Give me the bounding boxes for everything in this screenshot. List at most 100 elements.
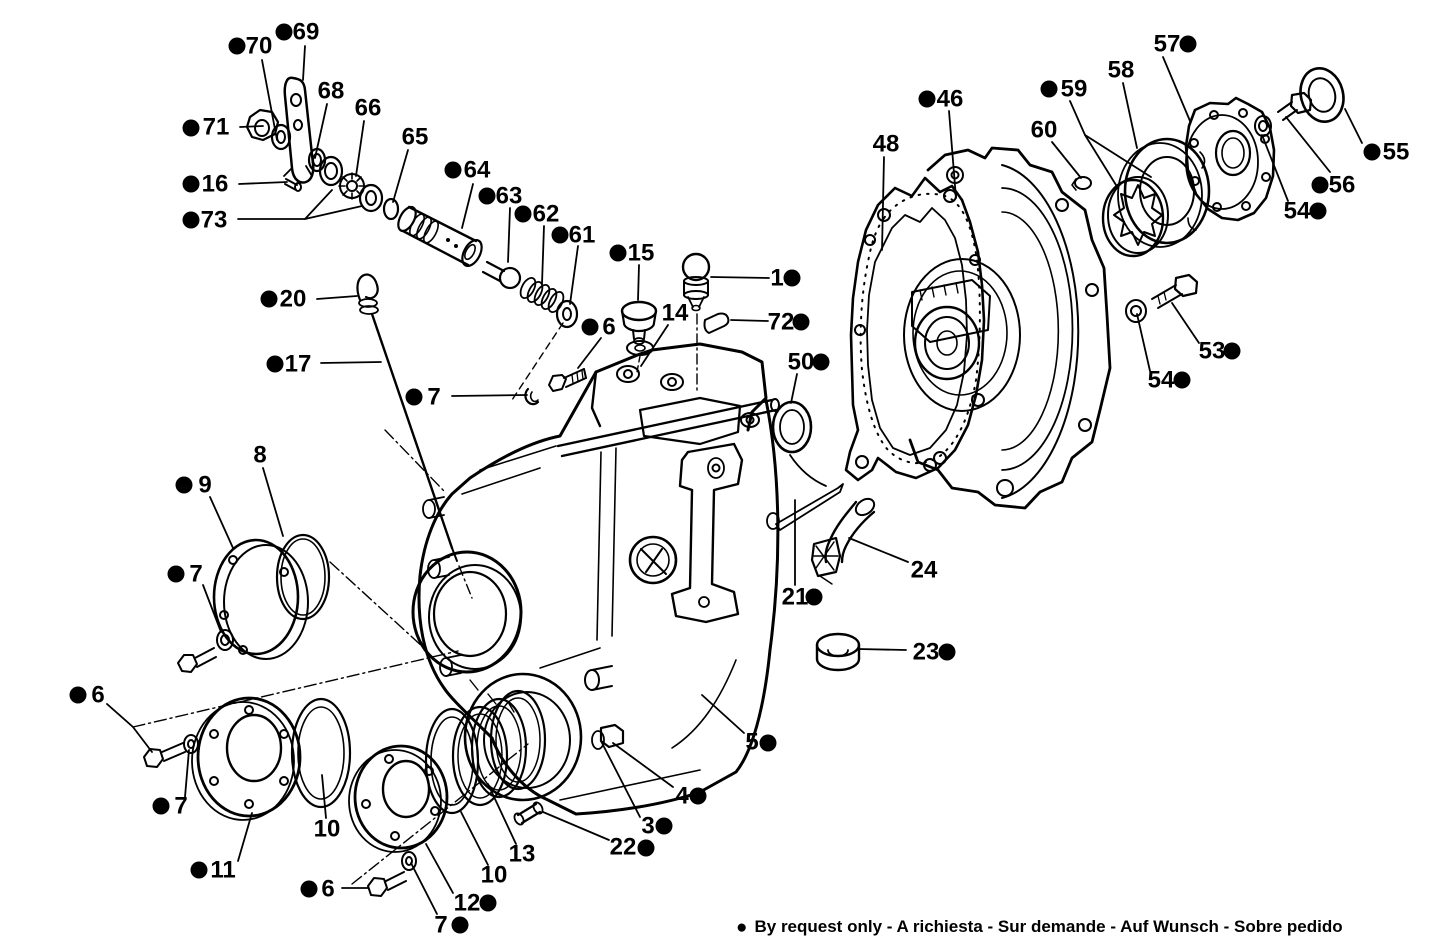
part-label-12: 12 bbox=[425, 843, 497, 917]
part-label-7d: 7 bbox=[410, 862, 469, 939]
part-number: 7 bbox=[434, 912, 447, 939]
part-label-15: 15 bbox=[609, 240, 654, 301]
by-request-bullet-icon bbox=[182, 175, 200, 193]
by-request-bullet-icon bbox=[1040, 80, 1058, 98]
by-request-bullet-icon bbox=[152, 797, 170, 815]
part-label-64: 64 bbox=[444, 157, 491, 229]
part-number: 6 bbox=[602, 314, 615, 341]
leader-line bbox=[355, 120, 365, 177]
part-label-70: 70 bbox=[228, 33, 278, 141]
part-number: 22 bbox=[610, 834, 637, 861]
by-request-bullet-icon bbox=[792, 313, 810, 331]
part-label-22: 22 bbox=[542, 811, 655, 861]
part-label-71: 71 bbox=[182, 114, 264, 141]
leader-line bbox=[1051, 141, 1082, 179]
legend-text: By request only - A richiesta - Sur dema… bbox=[754, 917, 1343, 936]
part-number: 68 bbox=[318, 78, 345, 105]
leader-line bbox=[321, 774, 327, 819]
part-number: 3 bbox=[641, 813, 654, 840]
by-request-bullet-icon bbox=[551, 226, 569, 244]
part-number: 73 bbox=[201, 207, 228, 234]
part-number: 7 bbox=[427, 384, 440, 411]
part-label-63: 63 bbox=[478, 183, 522, 263]
by-request-bullet-icon bbox=[1223, 342, 1241, 360]
part-number: 7 bbox=[174, 793, 187, 820]
part-label-60: 60 bbox=[1031, 117, 1082, 179]
by-request-bullet-icon bbox=[69, 686, 87, 704]
leader-line bbox=[461, 183, 474, 229]
leader-line bbox=[261, 59, 278, 141]
leader-line bbox=[1344, 108, 1363, 144]
part-label-6c: 6 bbox=[300, 876, 369, 903]
part-label-5: 5 bbox=[701, 694, 777, 756]
by-request-bullet-icon bbox=[182, 119, 200, 137]
dipstick-drawing bbox=[356, 273, 473, 599]
shift-linkage-drawing bbox=[245, 76, 400, 221]
by-request-bullet-icon bbox=[1173, 371, 1191, 389]
leader-line bbox=[451, 394, 528, 397]
leader-line bbox=[541, 225, 545, 285]
part-number: 5 bbox=[745, 729, 758, 756]
part-number: 14 bbox=[662, 300, 689, 327]
by-request-bullet-icon bbox=[918, 90, 936, 108]
leader-line bbox=[410, 862, 438, 915]
part-label-68: 68 bbox=[314, 78, 345, 159]
by-request-bullet-icon bbox=[514, 205, 532, 223]
part-label-55: 55 bbox=[1344, 108, 1409, 166]
leader-line bbox=[948, 110, 957, 199]
part-label-66: 66 bbox=[355, 95, 382, 177]
hose-group-drawing bbox=[766, 400, 876, 672]
leader-line bbox=[1285, 116, 1331, 173]
part-number: 54 bbox=[1148, 367, 1175, 394]
part-label-21: 21 bbox=[782, 499, 823, 611]
by-request-bullet-icon: ● bbox=[736, 916, 748, 938]
leader-line bbox=[302, 45, 306, 81]
part-number: 50 bbox=[788, 349, 815, 376]
by-request-bullet-icon bbox=[405, 388, 423, 406]
leader-line bbox=[425, 843, 454, 894]
part-number: 56 bbox=[1329, 172, 1356, 199]
leader-line bbox=[202, 584, 222, 633]
by-request-bullet-icon bbox=[812, 353, 830, 371]
leader-line bbox=[316, 295, 358, 300]
leader-line bbox=[460, 811, 489, 866]
leader-line bbox=[848, 537, 909, 563]
leader-line bbox=[600, 740, 641, 818]
part-label-54a: 54 bbox=[1261, 134, 1327, 225]
leader-line bbox=[790, 373, 798, 404]
axis-lines-drawing bbox=[132, 429, 529, 885]
by-request-bullet-icon bbox=[479, 894, 497, 912]
part-label-20: 20 bbox=[260, 286, 358, 313]
part-label-9: 9 bbox=[175, 472, 234, 549]
part-number: 58 bbox=[1108, 57, 1135, 84]
leader-line bbox=[237, 812, 253, 862]
part-label-50: 50 bbox=[788, 349, 830, 404]
part-label-72: 72 bbox=[730, 309, 810, 336]
leader-line bbox=[392, 149, 409, 203]
leader-line bbox=[730, 319, 769, 322]
part-label-8: 8 bbox=[253, 442, 284, 537]
part-number: 6 bbox=[321, 876, 334, 903]
part-number: 8 bbox=[253, 442, 266, 469]
part-number: 9 bbox=[198, 472, 211, 499]
by-request-bullet-icon bbox=[581, 318, 599, 336]
part-label-4: 4 bbox=[612, 742, 707, 810]
part-label-23: 23 bbox=[857, 639, 956, 666]
by-request-bullet-icon bbox=[478, 187, 496, 205]
front-cover-group-drawing bbox=[143, 533, 547, 897]
part-number: 57 bbox=[1154, 31, 1181, 58]
by-request-bullet-icon bbox=[783, 269, 801, 287]
leader-line bbox=[701, 694, 745, 734]
part-number: 24 bbox=[911, 557, 938, 584]
part-label-56: 56 bbox=[1285, 116, 1356, 199]
leader-line bbox=[320, 361, 382, 364]
by-request-bullet-icon bbox=[275, 23, 293, 41]
part-number: 12 bbox=[454, 890, 481, 917]
part-number: 54 bbox=[1284, 198, 1311, 225]
part-number: 66 bbox=[355, 95, 382, 122]
by-request-bullet-icon bbox=[938, 643, 956, 661]
part-number: 11 bbox=[210, 857, 235, 884]
part-label-11: 11 bbox=[190, 812, 253, 884]
part-label-6b: 6 bbox=[69, 682, 153, 753]
leader-line bbox=[710, 276, 770, 279]
